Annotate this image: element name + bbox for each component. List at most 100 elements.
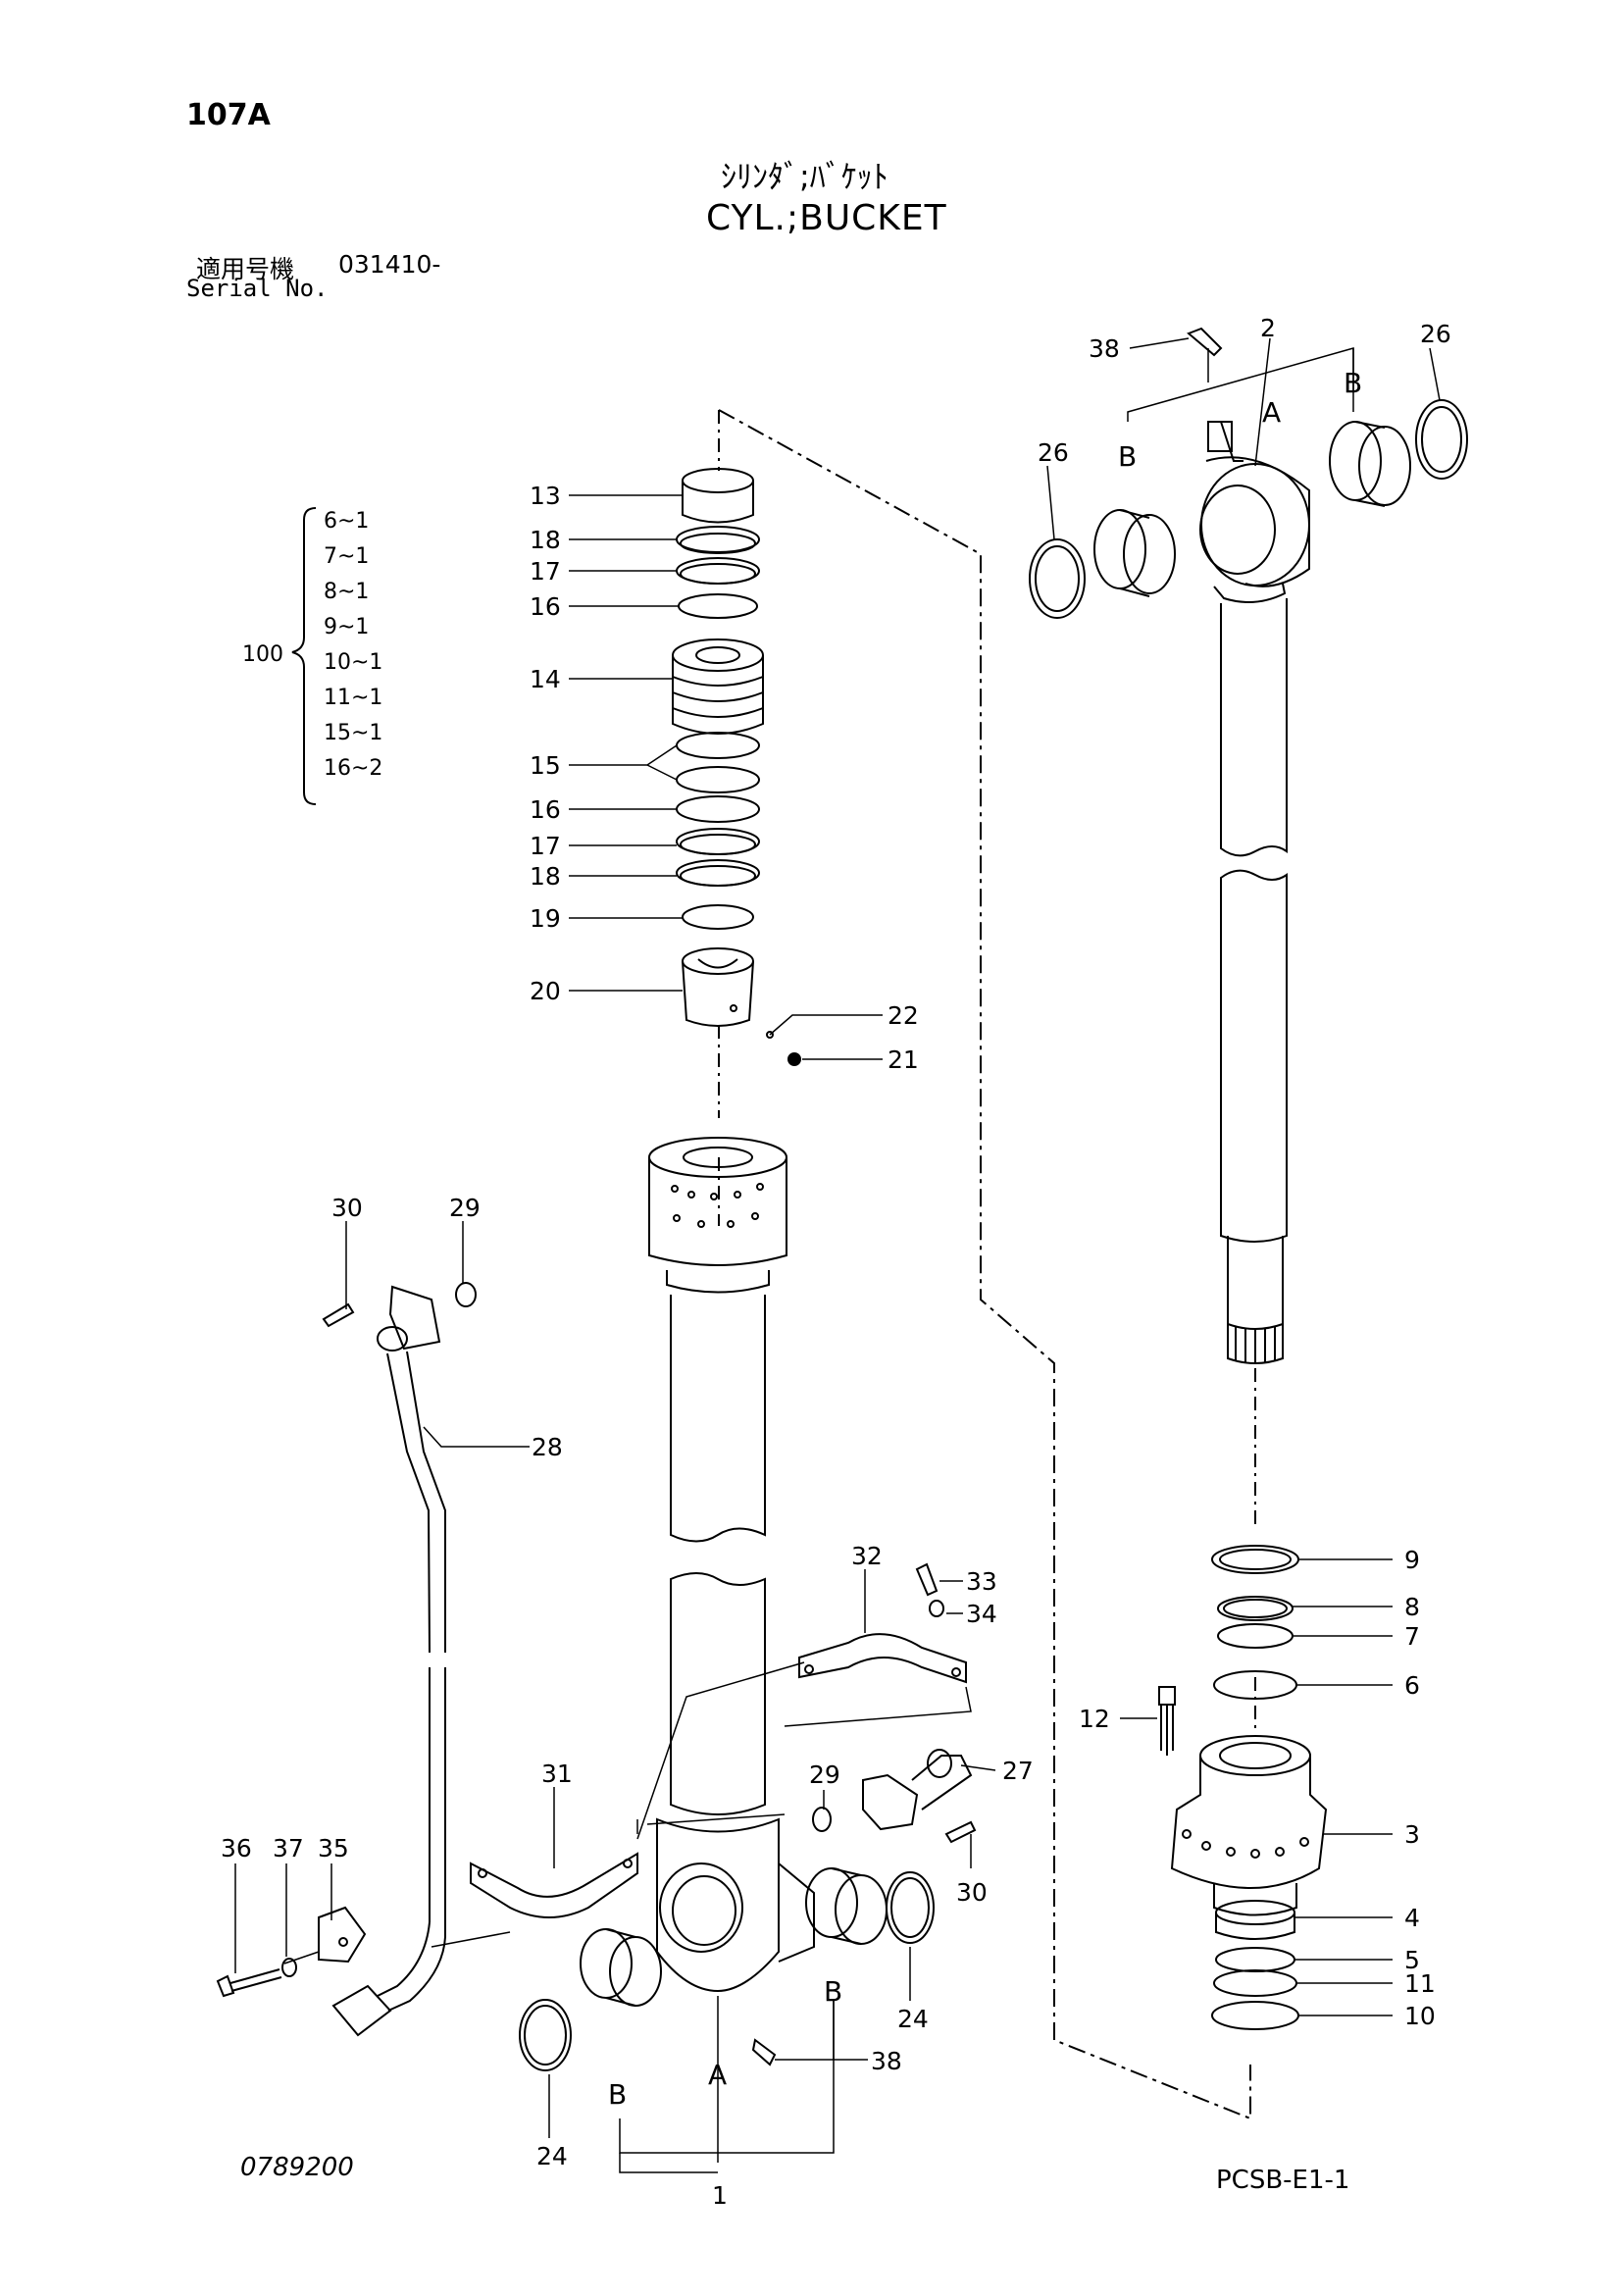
part-bushing-b-left: [580, 1928, 662, 2007]
part-1-cylinder-tube: [648, 1137, 815, 1993]
part-38-grease-fitting-bottom: [751, 2038, 777, 2066]
part-15-rings: [676, 732, 760, 793]
part-2-rod: [1199, 421, 1310, 1364]
kit-brace: [291, 507, 317, 805]
part-30-bolt-bottom: [944, 1820, 977, 1844]
callout-26: 26: [1420, 320, 1451, 348]
part-16-oring: [678, 593, 758, 619]
callout-8: 8: [1404, 1593, 1420, 1621]
part-36-bolt: [216, 1968, 282, 1998]
marker-a-top: A: [1262, 396, 1281, 429]
callout-35: 35: [318, 1834, 349, 1862]
part-30-bolt-top: [322, 1302, 355, 1328]
marker-b-bottom-right: B: [824, 1975, 842, 2008]
callout-32: 32: [851, 1542, 883, 1570]
title-english: CYL.;BUCKET: [706, 198, 947, 238]
callout-28: 28: [532, 1433, 563, 1461]
part-38-grease-fitting-top: [1187, 327, 1223, 357]
callout-17: 17: [530, 832, 561, 860]
callout-33: 33: [966, 1567, 997, 1596]
callout-34: 34: [966, 1600, 997, 1628]
callout-4: 4: [1404, 1904, 1420, 1932]
part-19-ring: [682, 904, 754, 930]
part-4-bushing: [1215, 1900, 1295, 1940]
callout-14: 14: [530, 665, 561, 693]
part-3-rod-head: [1170, 1735, 1328, 1916]
callout-1: 1: [712, 2181, 728, 2210]
kit-item: 8~1: [324, 580, 369, 604]
part-26-ring-right: [1415, 399, 1468, 480]
callout-2: 2: [1260, 314, 1276, 342]
callout-30: 30: [331, 1194, 363, 1222]
part-26-ring-left: [1029, 538, 1086, 619]
part-18-ring-b: [676, 859, 760, 887]
callout-9: 9: [1404, 1546, 1420, 1574]
part-17-ring-b: [676, 828, 760, 855]
part-24-ring-right: [886, 1871, 935, 1944]
part-12-bolt: [1158, 1686, 1176, 1756]
part-33-bolt: [915, 1562, 939, 1597]
part-10-ring: [1211, 2001, 1299, 2030]
position-markers: A B B A B B: [608, 367, 1362, 2111]
serial-label-japanese: 適用号機: [196, 255, 295, 283]
callout-17: 17: [530, 557, 561, 586]
kit-item: 9~1: [324, 615, 369, 639]
callout-29: 29: [809, 1760, 840, 1789]
callout-20: 20: [530, 977, 561, 1005]
serial-number: 031410-: [338, 250, 441, 279]
part-18-ring: [676, 526, 760, 554]
page-code: 107A: [186, 98, 271, 132]
part-17-ring: [676, 557, 760, 585]
kit-100-list: 100 6~1 7~1 8~1 9~1 10~1 11~1 15~1 16~2: [242, 509, 382, 781]
part-37-washer: [281, 1958, 297, 1977]
callout-22: 22: [888, 1001, 919, 1030]
part-9-seal: [1211, 1545, 1299, 1574]
part-5-ring: [1215, 1947, 1295, 1972]
drawing-number: 0789200: [240, 2153, 354, 2182]
kit-item: 6~1: [324, 509, 369, 534]
part-11-ring: [1213, 1969, 1297, 1997]
marker-a-bottom: A: [708, 2059, 727, 2091]
part-31-clamp: [470, 1852, 638, 1918]
part-8-ring: [1217, 1596, 1294, 1621]
callout-26: 26: [1038, 438, 1069, 467]
callout-27: 27: [1002, 1757, 1034, 1785]
kit-number: 100: [242, 642, 283, 667]
callout-13: 13: [530, 482, 561, 510]
part-14-piston: [672, 638, 764, 735]
part-28-pipe: [331, 1285, 446, 2037]
serial-label-english: Serial No.: [186, 275, 329, 302]
kit-item: 11~1: [324, 686, 382, 710]
sheet-code: PCSB-E1-1: [1216, 2166, 1350, 2195]
callout-7: 7: [1404, 1622, 1420, 1651]
part-21-screw: [787, 1052, 801, 1066]
part-bushing-b-top-right: [1329, 421, 1411, 507]
part-7-ring: [1217, 1623, 1294, 1649]
marker-b-top-right: B: [1344, 367, 1362, 399]
callout-labels: 13 18 17 16 14 15 16 17 18 19 20 22 21 3…: [221, 314, 1451, 2210]
callout-19: 19: [530, 904, 561, 933]
callout-31: 31: [541, 1760, 573, 1788]
kit-item: 15~1: [324, 721, 382, 745]
leader-lines: [234, 337, 1441, 2173]
part-29-oring-bottom: [812, 1807, 832, 1832]
callout-16: 16: [530, 592, 561, 621]
part-35-clamp: [318, 1906, 367, 1964]
part-29-oring-top: [455, 1282, 477, 1307]
part-22-ball: [766, 1031, 774, 1039]
kit-item: 16~2: [324, 756, 382, 781]
callout-30: 30: [956, 1878, 988, 1907]
callout-38: 38: [871, 2047, 902, 2075]
callout-37: 37: [273, 1834, 304, 1862]
callout-24: 24: [536, 2142, 568, 2170]
callout-18: 18: [530, 526, 561, 554]
callout-3: 3: [1404, 1820, 1420, 1849]
callout-6: 6: [1404, 1671, 1420, 1700]
part-27-pipe: [862, 1749, 973, 1831]
callout-10: 10: [1404, 2002, 1436, 2030]
assembly-path-line: [718, 409, 1251, 2120]
kit-item: 7~1: [324, 544, 369, 569]
part-16-oring-b: [676, 795, 760, 823]
callout-24: 24: [897, 2005, 929, 2033]
